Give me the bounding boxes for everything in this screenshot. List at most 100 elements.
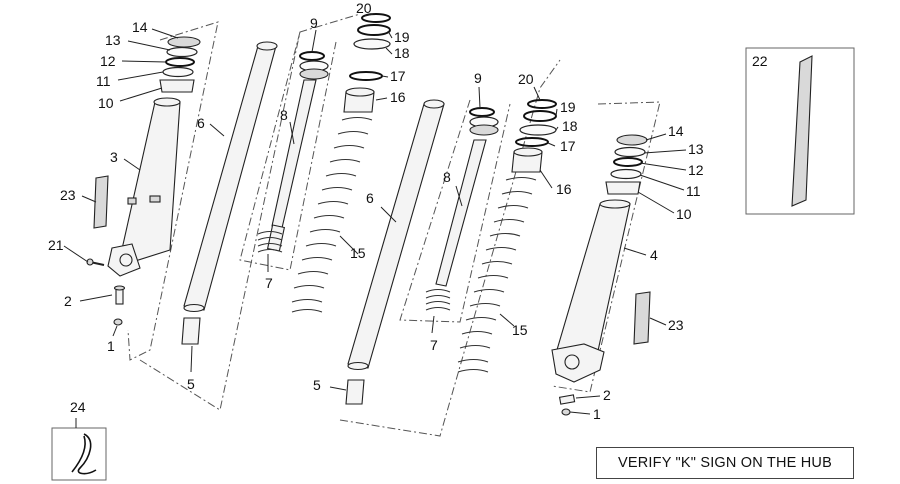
left-slider-body — [119, 101, 181, 263]
left-rod-outline — [239, 31, 337, 271]
callout-left-14: 14 — [132, 19, 148, 35]
callout-right-20: 20 — [518, 71, 534, 87]
right-bottom-5 — [345, 379, 365, 405]
callout-left-17: 17 — [390, 68, 406, 84]
strip-part — [791, 55, 813, 207]
callout-left-3: 3 — [110, 149, 118, 165]
right-rod-outline — [399, 99, 511, 323]
callout-labels: 14 13 12 11 10 3 23 21 2 1 6 5 9 8 7 20 … — [48, 0, 768, 422]
callout-right-10: 10 — [676, 206, 692, 222]
inset-cable-24 — [51, 427, 107, 481]
left-rings-17-20 — [349, 13, 391, 81]
left-bolt-2 — [113, 285, 126, 305]
callout-right-16: 16 — [556, 181, 572, 197]
right-rebound-spring-7 — [425, 288, 451, 311]
callout-inset-24: 24 — [70, 399, 86, 415]
callout-left-5: 5 — [187, 376, 195, 392]
left-ring-19 — [357, 24, 391, 36]
left-ring-18 — [353, 38, 391, 50]
callout-right-5: 5 — [313, 377, 321, 393]
left-leg-outline — [127, 21, 219, 361]
left-bottom-5 — [181, 317, 201, 345]
left-slider-top — [153, 97, 181, 107]
callout-left-1: 1 — [107, 338, 115, 354]
left-rebound-spring-7 — [257, 230, 283, 253]
right-inner-tube-6 — [347, 99, 445, 371]
callout-right-12: 12 — [688, 162, 704, 178]
callout-right-18: 18 — [562, 118, 578, 134]
callout-left-13: 13 — [105, 32, 121, 48]
cable-part — [71, 433, 97, 475]
right-rings-9 — [469, 107, 499, 136]
left-axle-hole — [119, 253, 133, 267]
callout-left-20: 20 — [356, 0, 372, 16]
callout-right-4: 4 — [650, 247, 658, 263]
left-top-rings — [159, 36, 201, 93]
left-main-spring-15 — [291, 116, 373, 313]
hub-note-box: VERIFY "K" SIGN ON THE HUB — [596, 447, 854, 479]
right-bushing-16 — [511, 147, 543, 173]
right-washer-1 — [561, 408, 571, 416]
left-boss-b — [127, 197, 137, 205]
left-boss-a — [149, 195, 161, 203]
left-ring-13 — [166, 46, 198, 58]
callout-right-8: 8 — [443, 169, 451, 185]
right-rod-8 — [435, 139, 487, 287]
callout-right-7: 7 — [430, 337, 438, 353]
callout-right-1: 1 — [593, 406, 601, 422]
inset-strip-22 — [745, 47, 855, 215]
right-reflector-23 — [633, 291, 651, 345]
callout-right-9: 9 — [474, 70, 482, 86]
callout-left-16: 16 — [390, 89, 406, 105]
left-bushing-16 — [343, 87, 375, 113]
left-screw-21 — [86, 258, 105, 266]
left-rod-8 — [266, 79, 317, 252]
callout-left-18: 18 — [394, 45, 410, 61]
callout-right-13: 13 — [688, 141, 704, 157]
callout-left-2: 2 — [64, 293, 72, 309]
callout-right-14: 14 — [668, 123, 684, 139]
callout-left-11: 11 — [96, 73, 111, 89]
right-slider-4 — [551, 199, 631, 383]
callout-left-12: 12 — [100, 53, 116, 69]
callout-right-19: 19 — [560, 99, 576, 115]
left-inner-tube-6 — [183, 41, 278, 313]
right-bolt-2 — [558, 394, 576, 405]
callout-right-23: 23 — [668, 317, 684, 333]
callout-right-11: 11 — [686, 183, 701, 199]
right-leg-outline — [551, 101, 661, 393]
left-ring-17 — [349, 71, 383, 81]
right-tube-outline — [339, 59, 561, 437]
left-washer-1 — [113, 318, 123, 326]
callout-left-6: 6 — [197, 115, 205, 131]
callout-right-15: 15 — [512, 322, 528, 338]
callout-right-17: 17 — [560, 138, 576, 154]
callout-right-6: 6 — [366, 190, 374, 206]
left-rings-9 — [299, 51, 329, 80]
callout-left-10: 10 — [98, 95, 114, 111]
callout-left-7: 7 — [265, 275, 273, 291]
callout-left-8: 8 — [280, 107, 288, 123]
callout-left-21: 21 — [48, 237, 64, 253]
callout-right-2: 2 — [603, 387, 611, 403]
hub-note-text: VERIFY "K" SIGN ON THE HUB — [618, 455, 832, 471]
callout-inset-22: 22 — [752, 53, 768, 69]
left-slider-3 — [107, 97, 181, 277]
callout-left-23: 23 — [60, 187, 76, 203]
callout-left-15: 15 — [350, 245, 366, 261]
callout-left-9: 9 — [310, 15, 318, 31]
left-bushing-10 — [159, 79, 195, 93]
assembly-outlines — [127, 13, 661, 437]
leader-lines — [63, 13, 687, 428]
right-main-spring-15 — [457, 176, 537, 373]
right-rings-17-20 — [515, 99, 557, 147]
left-ring-12 — [165, 57, 195, 67]
left-cap-14 — [167, 36, 201, 48]
callout-left-19: 19 — [394, 29, 410, 45]
right-top-rings — [605, 134, 648, 195]
left-ring-11 — [162, 66, 194, 78]
left-ring-20 — [361, 13, 391, 23]
left-reflector-23 — [93, 175, 109, 229]
left-tube-outline — [139, 13, 361, 411]
